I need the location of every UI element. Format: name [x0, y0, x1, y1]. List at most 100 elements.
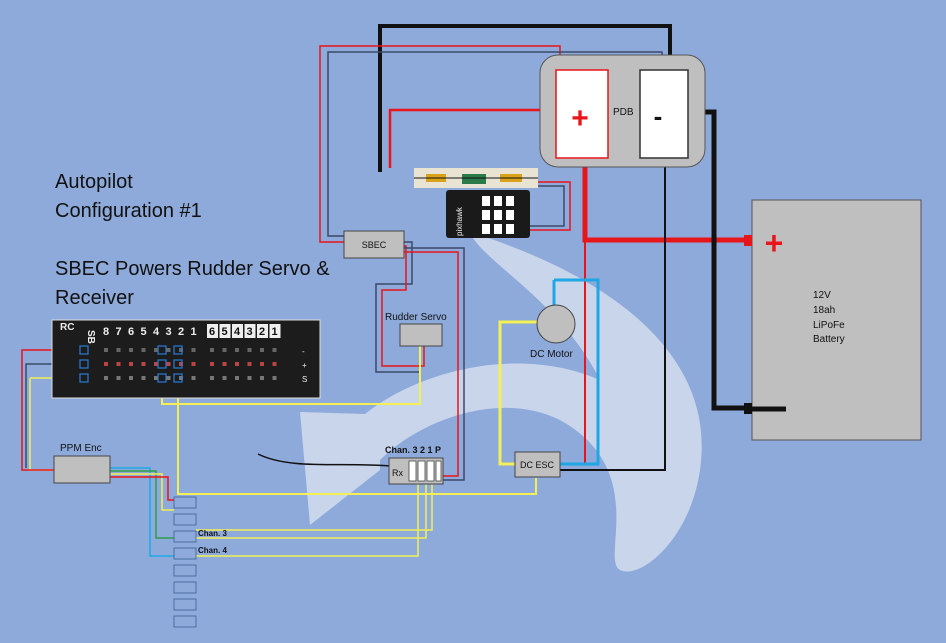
rail-pin [210, 348, 214, 352]
rail-pin [260, 362, 264, 366]
receiver: Chan. 3 2 1 P Rx [385, 445, 444, 485]
power-module [414, 168, 538, 188]
rail-pin [154, 362, 158, 366]
rail-pins [79, 345, 277, 383]
rx-channels-label: Chan. 3 2 1 P [385, 445, 441, 455]
sbec-input-positive [319, 45, 561, 243]
rail-pin [260, 348, 264, 352]
dc-motor: DC Motor [530, 304, 576, 360]
diagram-title-line-1: Autopilot [55, 171, 133, 193]
chan3-label: Chan. 3 [198, 529, 227, 538]
rail-pin [104, 362, 108, 366]
battery: + 12V 18ah LiPoFe Battery [744, 199, 922, 441]
pdb-label: PDB [613, 107, 634, 118]
rail-pin [116, 348, 121, 352]
rail-pin [179, 376, 183, 380]
battery-plus-sign: + [765, 225, 784, 261]
rail-pin [247, 362, 252, 366]
rail-plugged-pin [173, 359, 183, 369]
rail-pin [129, 362, 133, 366]
rail-sb-number-bg [244, 324, 256, 338]
battery-label: Battery [813, 334, 845, 345]
rail-pin [166, 348, 171, 352]
rail-channel-number: 5 [140, 326, 146, 338]
rail-plugged-pin [157, 359, 167, 369]
dc-motor-label: DC Motor [530, 349, 573, 360]
rudder-servo: Rudder Servo [385, 312, 447, 347]
rail-pin [222, 362, 227, 366]
rail-rc-label: RC [60, 322, 74, 333]
sbec-label: SBEC [362, 240, 387, 250]
dc-esc: DC ESC [514, 451, 561, 478]
rail-pin [116, 376, 121, 380]
rail-channel-number: 3 [246, 326, 252, 338]
rail-pin [141, 376, 146, 380]
rail-pin [129, 348, 133, 352]
pdb-positive-terminal [555, 69, 609, 159]
rail-plugged-pin [79, 345, 89, 355]
ppm-encoder: PPM Enc [53, 443, 111, 484]
rail-channel-number: 3 [165, 326, 171, 338]
chan3-wire [196, 484, 427, 539]
rx-label: Rx [392, 468, 403, 478]
rail-pin [104, 348, 108, 352]
rail-plugged-pin [157, 373, 167, 383]
rail-pin [104, 376, 108, 380]
rail-plugged-pin [79, 359, 89, 369]
ground-wire-loop [378, 24, 672, 172]
rail-pin [166, 376, 171, 380]
chan4-label: Chan. 4 [198, 546, 227, 555]
rail-channel-number: 1 [190, 326, 196, 338]
rail-sb-number-bg [207, 324, 218, 338]
rail-pin [191, 362, 196, 366]
rail-pin [141, 362, 146, 366]
rail-plugged-pin [173, 345, 183, 355]
motor-wire-b [554, 278, 600, 466]
rail-pin [260, 376, 264, 380]
pixhawk-power-positive [520, 181, 571, 231]
esc-signal-wire [177, 378, 537, 495]
rail-channel-number: 4 [234, 326, 241, 338]
rail-channel-number: 4 [153, 326, 160, 338]
rail-pin [154, 376, 158, 380]
sbec-output-positive [381, 245, 425, 367]
rail-channel-number: 7 [115, 326, 121, 338]
rail-row-minus: - [302, 347, 305, 356]
pdb-negative-terminal [639, 69, 689, 159]
rail-pin [116, 362, 121, 366]
rail-sb-number-bg [219, 324, 231, 338]
pdb-plus-sign: + [571, 102, 589, 135]
rail-plugged-pin [173, 373, 183, 383]
rail-channel-number: 6 [128, 326, 134, 338]
rail-pin [235, 362, 239, 366]
rail-channel-number: 1 [271, 326, 277, 338]
rail-plugged-pin [157, 345, 167, 355]
rail-pin [166, 362, 171, 366]
rail-sb-number-bg [257, 324, 268, 338]
diagram-subtitle-line-1: SBEC Powers Rudder Servo & [55, 258, 330, 280]
ppm-signal-wire [29, 378, 54, 471]
esc-ground-wire [560, 158, 666, 471]
rail-pin [141, 348, 146, 352]
rail-pin [235, 376, 239, 380]
sbec-module: SBEC [343, 230, 405, 259]
rail-pin [222, 348, 227, 352]
rail-channel-number: 2 [178, 326, 184, 338]
rail-pin [247, 376, 252, 380]
pixhawk-power-ground [520, 185, 565, 227]
rail-sb-number-bg [232, 324, 243, 338]
rail-pin [179, 362, 183, 366]
rail-row-signal: S [302, 375, 307, 384]
battery-positive-wire [582, 158, 748, 243]
pixhawk-brand: pixhawk [455, 206, 464, 236]
rail-pin [210, 362, 214, 366]
rail-pin [272, 376, 277, 380]
diagram-title-line-2: Configuration #1 [55, 200, 202, 222]
rx-antenna-wire [257, 453, 391, 467]
ppm-enc-label: PPM Enc [60, 443, 102, 454]
dc-esc-label: DC ESC [520, 460, 555, 470]
pdb-to-module-wire [388, 108, 556, 168]
rail-sb-number-bg [269, 324, 281, 338]
pdb-board: PDB + - [539, 54, 706, 168]
